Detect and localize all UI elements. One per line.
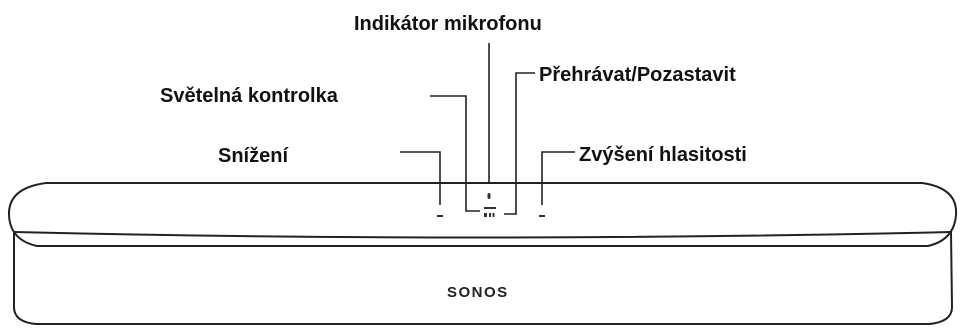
volume-down-control [437, 215, 443, 217]
volume-up-control [539, 215, 545, 217]
leader-line-volume-down [400, 151, 441, 205]
leader-line-status-light [430, 95, 480, 212]
soundbar-front-left [13, 231, 37, 325]
soundbar-front-right [928, 231, 953, 325]
leader-line-volume-up [541, 151, 575, 205]
play-pause-control-b [489, 213, 491, 217]
label-status-light: Světelná kontrolka [160, 85, 338, 107]
label-microphone-indicator: Indikátor mikrofonu [354, 13, 542, 35]
label-volume-up: Zvýšení hlasitosti [579, 144, 747, 166]
play-pause-control-a [484, 213, 487, 217]
label-play-pause: Přehrávat/Pozastavit [539, 64, 736, 86]
status-light-icon [484, 207, 496, 209]
soundbar-seam-line [13, 231, 952, 239]
play-pause-control-c [492, 213, 495, 217]
microphone-icon [487, 193, 491, 199]
soundbar-top-outline [7, 182, 958, 247]
brand-logo: SONOS [447, 284, 509, 301]
leader-line-play-pause [504, 72, 535, 215]
label-volume-down: Snížení [218, 145, 289, 167]
